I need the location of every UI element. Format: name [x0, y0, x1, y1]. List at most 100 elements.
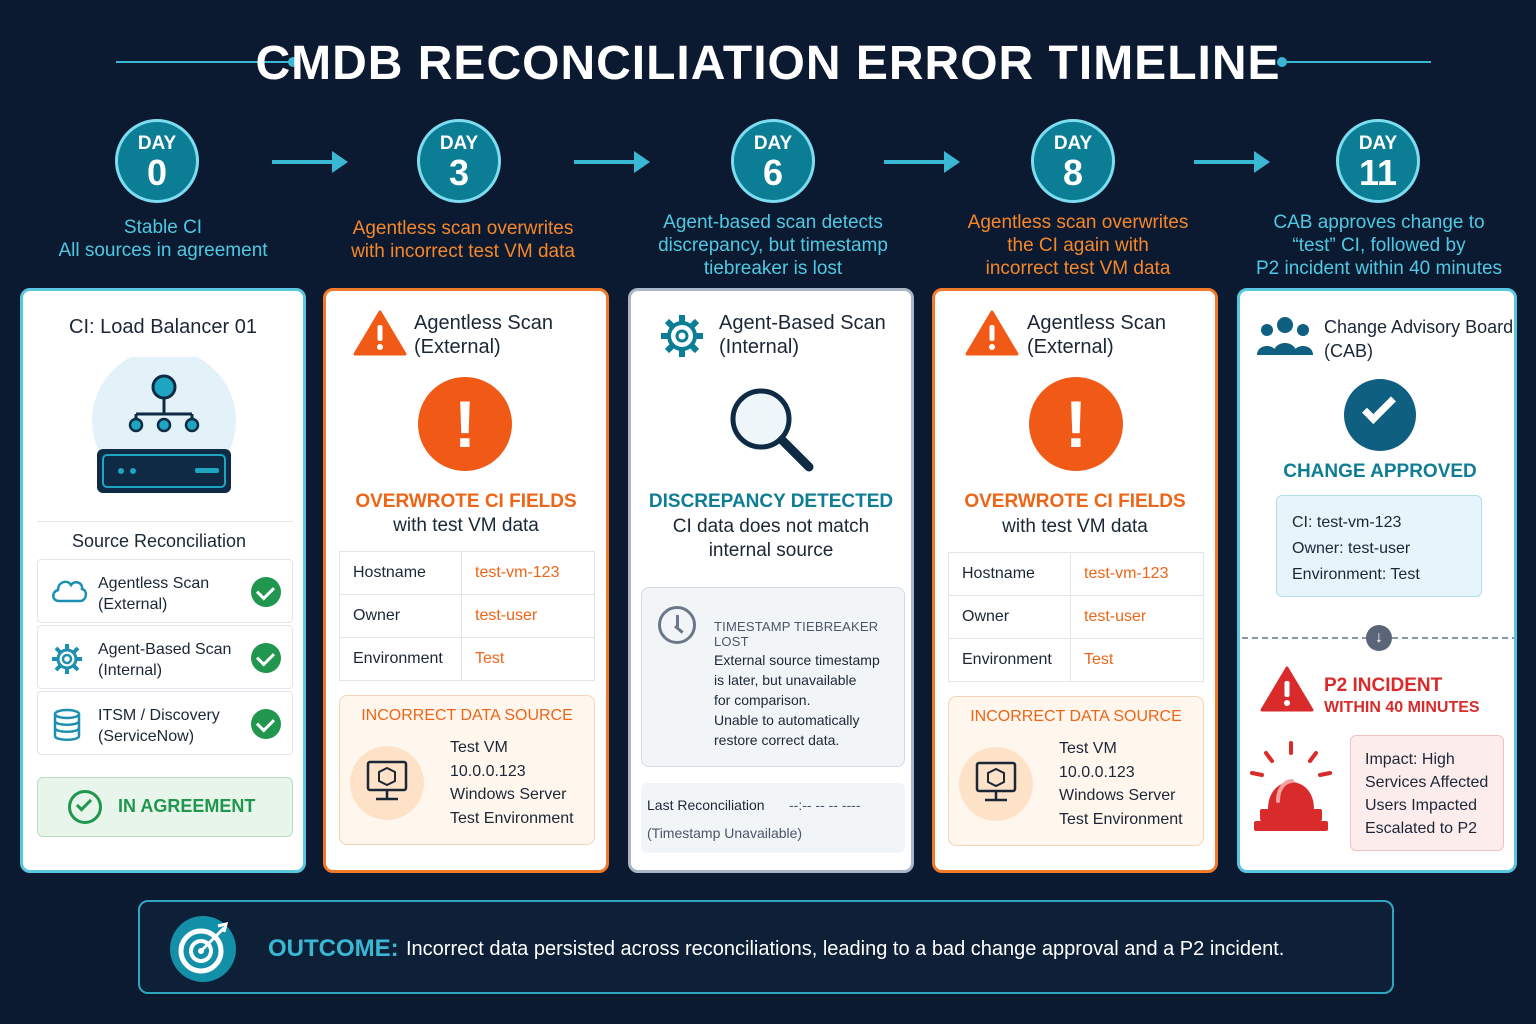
- detail-line: 10.0.0.123: [450, 762, 526, 780]
- incident-title: P2 INCIDENT WITHIN 40 MINUTES: [1324, 675, 1480, 717]
- outcome-text: Incorrect data persisted across reconcil…: [406, 938, 1285, 960]
- field-name: Owner: [339, 594, 462, 638]
- ci-title: CI: Load Balancer 01: [69, 316, 257, 338]
- divider: [37, 521, 293, 522]
- field-value: Test: [461, 637, 595, 681]
- detail-line: External source timestamp: [714, 652, 880, 668]
- title-line-right: [1283, 61, 1431, 63]
- caption-line: P2 incident within 40 minutes: [1255, 258, 1503, 279]
- alert-icon: !: [1029, 377, 1123, 471]
- card-title: Agent-Based Scan(Internal): [719, 311, 886, 359]
- field-name: Hostname: [948, 552, 1071, 596]
- caption-line: Agent-based scan detects: [663, 212, 883, 233]
- source-label: Agentless Scan(External): [98, 573, 209, 615]
- card-title: Agentless Scan(External): [414, 311, 553, 359]
- headline: CHANGE APPROVED: [1283, 461, 1477, 482]
- day-6-badge: DAY 6: [731, 119, 815, 203]
- detail-line: Unable to automatically: [714, 712, 860, 728]
- incorrect-data-source: INCORRECT DATA SOURCE Test VM 10.0.0.123…: [339, 695, 595, 845]
- caption-line: with incorrect test VM data: [351, 241, 575, 262]
- caption-line: discrepancy, but timestamp: [658, 235, 888, 256]
- detail-line: for comparison.: [714, 692, 811, 708]
- card-title: Agentless Scan(External): [1027, 311, 1166, 359]
- detail-line: Windows Server: [1059, 787, 1176, 804]
- day-label: DAY: [137, 133, 177, 154]
- card-subtitle-line: (Internal): [719, 336, 800, 358]
- people-group-icon: [1256, 315, 1314, 364]
- day-label: DAY: [1358, 133, 1398, 154]
- day-0-caption: Stable CI All sources in agreement: [18, 216, 308, 262]
- data-source-details: Test VM 10.0.0.123 Windows Server Test E…: [450, 736, 574, 830]
- monitor-icon: [350, 746, 424, 820]
- source-type: (External): [98, 596, 168, 613]
- warning-triangle-icon: [1260, 665, 1314, 718]
- card-agentless-scan-day8: Agentless Scan(External) ! OVERWROTE CI …: [932, 288, 1218, 873]
- approved-ci-details: CI: test-vm-123 Owner: test-user Environ…: [1276, 495, 1482, 597]
- caption-line: Agentless scan overwrites: [352, 218, 574, 239]
- field-value: test-user: [1070, 595, 1204, 639]
- detail-line: Services Affected: [1365, 774, 1489, 791]
- detail-line: Windows Server: [450, 786, 567, 803]
- field-name: Environment: [948, 638, 1071, 682]
- source-row-agent-based: Agent-Based Scan(Internal): [37, 625, 293, 689]
- status-label: IN AGREEMENT: [118, 796, 256, 816]
- warning-triangle-icon: [353, 309, 407, 362]
- caption-line: the CI again with: [1007, 235, 1149, 256]
- timeline-arrow-icon: [884, 151, 960, 173]
- caption-line: CAB approves change to: [1273, 212, 1485, 233]
- clock-icon: [658, 606, 696, 644]
- magnifier-icon: [725, 383, 817, 480]
- detail-line: Test Environment: [450, 809, 574, 827]
- day-number: 8: [1062, 152, 1084, 193]
- detail-line: restore correct data.: [714, 732, 840, 748]
- ci-detail-list: CI: test-vm-123 Owner: test-user Environ…: [1292, 510, 1420, 588]
- timestamp-details: External source timestamp is later, but …: [714, 650, 880, 750]
- subheadline-line: CI data does not match: [672, 516, 870, 537]
- source-label: ITSM / Discovery (ServiceNow): [98, 705, 220, 747]
- status-badge: IN AGREEMENT: [37, 777, 293, 837]
- check-icon: [251, 643, 281, 673]
- detail-line: Escalated to P2: [1365, 820, 1478, 837]
- day-6-caption: Agent-based scan detects discrepancy, bu…: [628, 211, 918, 280]
- day-number: 3: [448, 152, 470, 193]
- detail-line: Test Environment: [1059, 810, 1183, 828]
- caption-line: tiebreaker is lost: [703, 258, 843, 279]
- caption-line: Stable CI: [123, 217, 203, 238]
- check-circle-icon: [68, 790, 102, 824]
- detail-line: Users Impacted: [1365, 797, 1478, 814]
- card-stable-ci: CI: Load Balancer 01 Source Reconciliati…: [20, 288, 306, 873]
- detail-line: Test VM: [450, 739, 508, 756]
- source-name: ITSM / Discovery: [98, 707, 220, 724]
- source-type: (ServiceNow): [98, 728, 195, 745]
- day-label: DAY: [753, 133, 793, 154]
- timeline-arrow-icon: [1194, 151, 1270, 173]
- card-agent-based-scan-day6: Agent-Based Scan(Internal) DISCREPANCY D…: [628, 288, 914, 873]
- headline: OVERWROTE CI FIELDS: [355, 491, 577, 512]
- impact-list: Impact: High Services Affected Users Imp…: [1365, 748, 1488, 840]
- source-row-itsm: ITSM / Discovery (ServiceNow): [37, 691, 293, 755]
- detail-line: Test VM: [1059, 740, 1117, 757]
- timeline-arrow-icon: [272, 151, 348, 173]
- day-8-badge: DAY 8: [1031, 119, 1115, 203]
- target-icon: [170, 916, 236, 982]
- field-value: test-vm-123: [1070, 552, 1204, 596]
- day-3-badge: DAY 3: [417, 119, 501, 203]
- caption-line: “test” CI, followed by: [1292, 235, 1466, 256]
- incorrect-data-source: INCORRECT DATA SOURCE Test VM 10.0.0.123…: [948, 696, 1204, 846]
- siren-icon: [1248, 739, 1334, 838]
- subheadline-line: internal source: [708, 540, 834, 561]
- check-icon: [251, 709, 281, 739]
- card-title: Change Advisory Board(CAB): [1324, 315, 1513, 363]
- gear-icon: [659, 313, 705, 364]
- arrow-down-icon: ↓: [1366, 625, 1392, 651]
- field-value: test-vm-123: [461, 551, 595, 595]
- day-11-caption: CAB approves change to “test” CI, follow…: [1234, 211, 1524, 280]
- headline: DISCREPANCY DETECTED: [648, 491, 894, 512]
- monitor-icon: [959, 747, 1033, 821]
- cloud-icon: [50, 576, 88, 609]
